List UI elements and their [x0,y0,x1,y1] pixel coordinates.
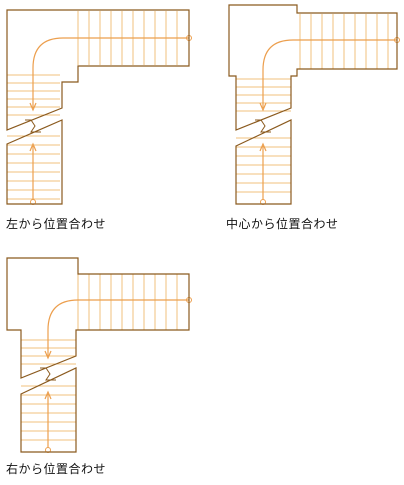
walk-arrowhead-up [44,390,52,400]
upper-outline [228,4,398,131]
walk-arrowhead-down [44,350,52,360]
walk-line-upper [47,299,189,356]
walk-line-upper [32,37,189,108]
stair-diagram-left-aligned [6,9,192,205]
caption-center-aligned: 中心から位置合わせ [226,217,339,231]
upper-outline [6,257,190,379]
upper-outline [6,9,190,131]
lower-outline [6,119,63,205]
walk-arrowhead-up [29,142,37,152]
walk-line-upper [262,39,397,108]
walk-arrowhead-up [259,142,267,152]
stair-diagram-right-aligned [6,257,192,453]
caption-left-aligned: 左から位置合わせ [6,217,107,231]
lower-outline [20,367,77,453]
lower-outline [235,119,292,205]
walk-arrowhead-down [29,102,37,112]
caption-right-aligned: 右から位置合わせ [6,462,107,476]
stair-diagram-center-aligned [228,4,400,205]
walk-arrowhead-down [259,102,267,112]
